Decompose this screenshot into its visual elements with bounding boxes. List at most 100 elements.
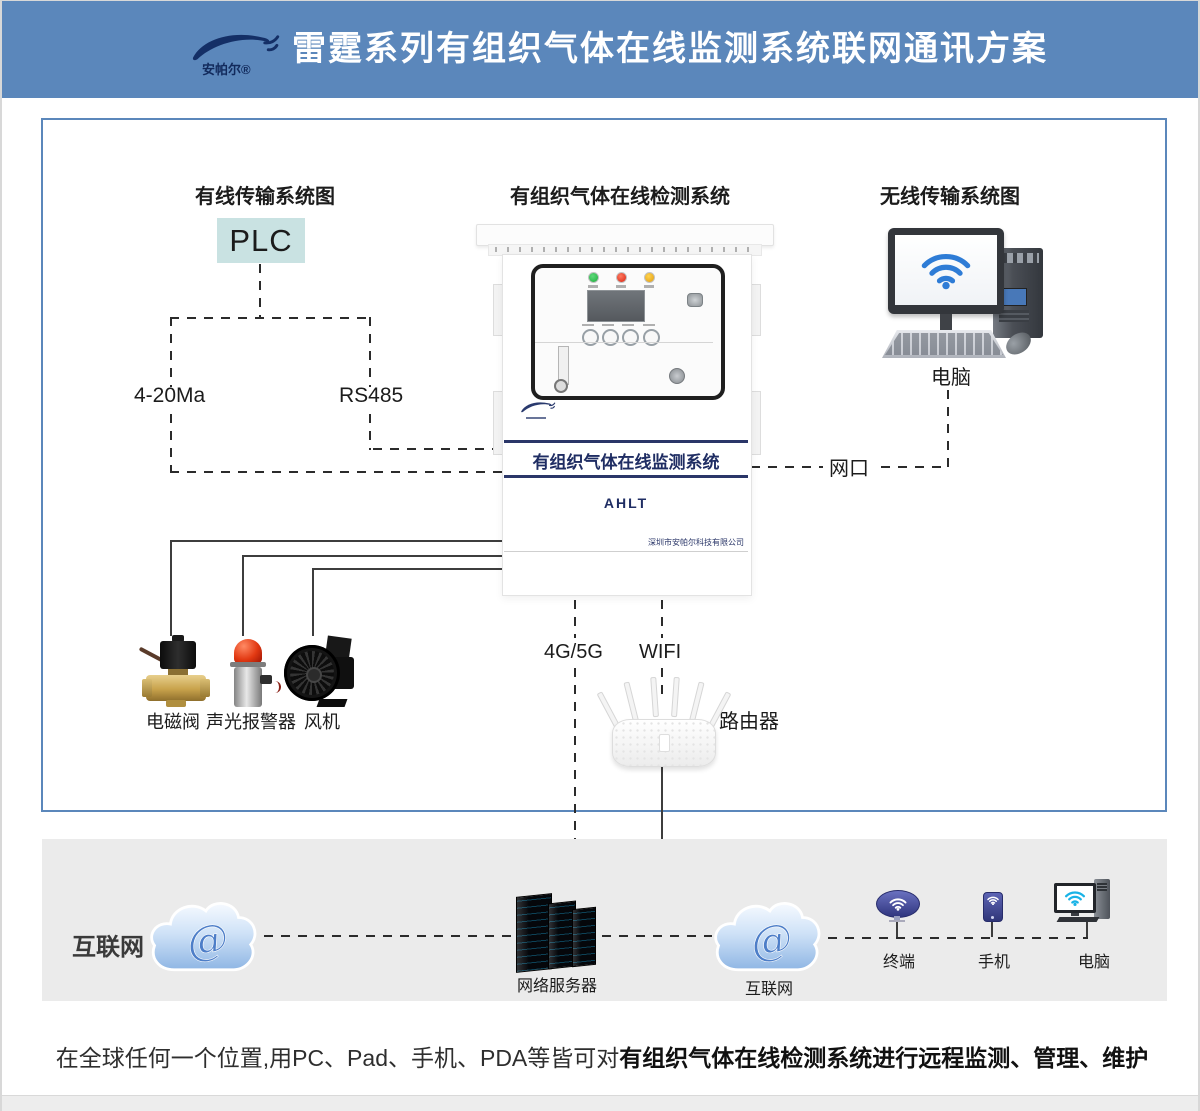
- connector-dashed: [170, 414, 172, 472]
- brand-name: 安帕尔®: [202, 62, 251, 77]
- cabinet-bottom-rule: [504, 551, 748, 552]
- alarm-label: 声光报警器: [206, 712, 296, 732]
- phone-icon: [983, 892, 1003, 922]
- connector-dashed: [369, 317, 371, 387]
- banner-rule-top: [504, 440, 748, 443]
- cloud-icon: @: [714, 902, 821, 972]
- cabinet-roof: [476, 224, 774, 246]
- alarm-illustration: [228, 639, 281, 713]
- button-caption: [622, 324, 634, 326]
- signal-rs485-label: RS485: [339, 384, 404, 407]
- panel-button: [602, 329, 619, 346]
- monitor-icon: [888, 228, 1004, 314]
- connector-dashed: [170, 471, 503, 473]
- caption-normal: 在全球任何一个位置,用PC、Pad、手机、PDA等皆可对: [55, 1045, 620, 1071]
- at-symbol: @: [184, 914, 231, 967]
- indicator-light-red-icon: [616, 272, 627, 283]
- pc-icon: [1052, 877, 1116, 925]
- connector-solid: [242, 555, 244, 636]
- plc-label: PLC: [229, 222, 293, 258]
- internet-label-large: 互联网: [72, 934, 144, 961]
- connector-dashed: [259, 264, 261, 318]
- connector-dashed: [170, 317, 172, 387]
- terminal-icon: [876, 890, 920, 924]
- connector-dashed: [170, 317, 371, 319]
- footer-strip: [2, 1095, 1198, 1111]
- connector-dashed: [373, 448, 503, 450]
- connector-dashed: [661, 668, 663, 701]
- button-caption: [643, 324, 655, 326]
- caption-bold-actions: 进行远程监测、管理、维护: [872, 1045, 1149, 1071]
- network-port-label: 网口: [829, 458, 869, 480]
- server-illustration: [516, 893, 600, 977]
- wireless-section-title: 无线传输系统图: [880, 186, 1020, 208]
- connector-solid: [896, 922, 898, 937]
- cloud-icon: @: [150, 902, 257, 972]
- panel-knob: [669, 368, 685, 384]
- router-label: 路由器: [719, 711, 779, 733]
- terminal-label: 终端: [882, 954, 915, 971]
- cabinet-logo-swoosh-icon: [521, 402, 556, 413]
- at-symbol: @: [748, 914, 795, 967]
- indicator-light-yellow-icon: [644, 272, 655, 283]
- caption-bold-system: 有组织气体在线检测系统: [619, 1045, 873, 1071]
- connector-dashed: [881, 466, 949, 468]
- connector-dashed: [369, 414, 371, 450]
- panel-button: [622, 329, 639, 346]
- monitor-stand: [940, 314, 952, 331]
- cabinet-banner: 有组织气体在线监测系统: [532, 453, 720, 472]
- cellular-label: 4G/5G: [544, 641, 603, 663]
- valve-label: 电磁阀: [146, 712, 200, 732]
- connector-solid: [170, 540, 503, 542]
- fan-illustration: [284, 635, 354, 709]
- wireless-pc-label: 电脑: [931, 367, 971, 389]
- wired-section-title: 有线传输系统图: [195, 186, 335, 208]
- panel-button: [582, 329, 599, 346]
- button-caption: [582, 324, 594, 326]
- connector-solid: [312, 568, 503, 570]
- wifi-icon: [921, 254, 971, 290]
- pc-small-label: 电脑: [1077, 954, 1110, 971]
- header-bar: 安帕尔® 雷霆系列有组织气体在线监测系统联网通讯方案: [2, 1, 1198, 98]
- connector-solid: [1086, 920, 1088, 937]
- plc-box: PLC: [217, 218, 305, 263]
- banner-rule-bottom: [504, 475, 748, 478]
- panel-screen: [587, 290, 645, 322]
- router-body: [612, 719, 716, 767]
- connector-dashed: [751, 466, 823, 468]
- keyboard-icon: [882, 330, 1006, 358]
- connector-dashed: [947, 390, 949, 468]
- page-title: 雷霆系列有组织气体在线监测系统联网通讯方案: [292, 30, 1048, 68]
- signal-4-20ma-label: 4-20Ma: [134, 384, 206, 407]
- cabinet-logo-caption: [526, 417, 546, 419]
- panel-divider: [535, 342, 713, 343]
- internet-cloud-label: 互联网: [744, 981, 793, 998]
- cabinet-model: AHLT: [603, 495, 649, 511]
- connector-dashed: [602, 935, 712, 937]
- footer-caption: 在全球任何一个位置,用PC、Pad、手机、PDA等皆可对有组织气体在线检测系统进…: [2, 1039, 1198, 1073]
- connector-dashed: [828, 937, 1088, 939]
- panel-latch: [687, 293, 703, 307]
- wifi-label: WIFI: [639, 641, 682, 663]
- panel-button: [643, 329, 660, 346]
- indicator-light-green-icon: [588, 272, 599, 283]
- button-caption: [602, 324, 614, 326]
- brand-swoosh-icon: [192, 34, 280, 61]
- connector-solid: [661, 765, 663, 881]
- flow-meter-valve: [554, 379, 568, 393]
- connector-solid: [312, 568, 314, 636]
- solenoid-valve-illustration: [138, 635, 210, 709]
- connector-dashed: [264, 935, 514, 937]
- fan-label: 风机: [304, 712, 340, 732]
- connector-dashed: [574, 668, 576, 867]
- light-caption: [588, 285, 598, 288]
- phone-label: 手机: [977, 954, 1010, 971]
- connector-solid: [170, 540, 172, 636]
- connector-dashed: [661, 600, 663, 638]
- light-caption: [616, 285, 626, 288]
- cabinet-company: 深圳市安帕尔科技有限公司: [648, 538, 744, 547]
- server-label: 网络服务器: [516, 978, 597, 995]
- center-section-title: 有组织气体在线检测系统: [510, 186, 730, 208]
- connector-solid: [991, 922, 993, 937]
